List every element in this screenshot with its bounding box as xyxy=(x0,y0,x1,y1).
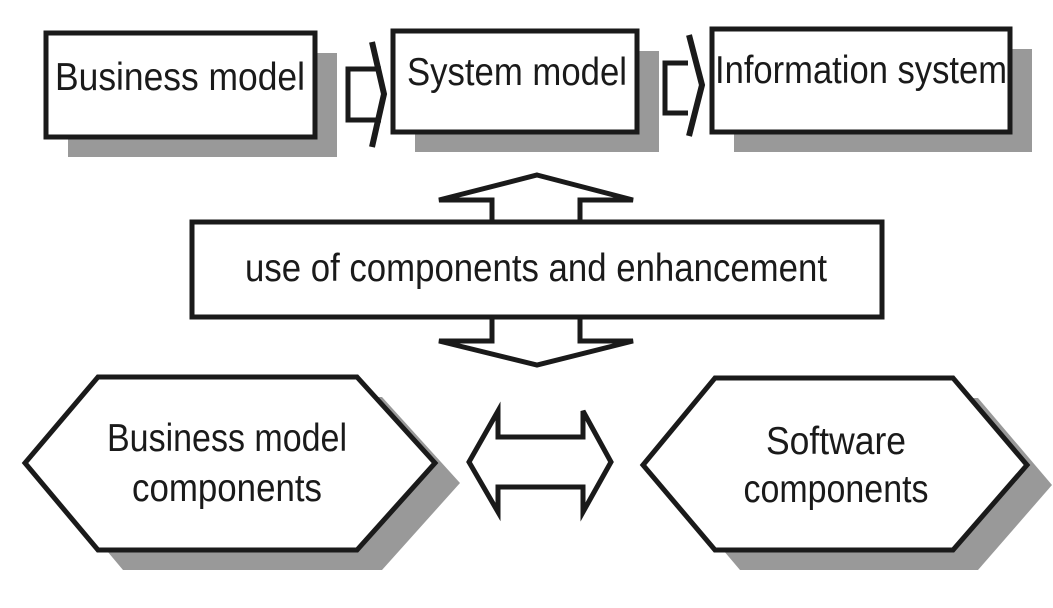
right-block-arrow-icon xyxy=(662,34,706,137)
arrow-tail xyxy=(345,66,381,123)
hexagon-label-line2: components xyxy=(744,468,929,511)
hexagon-software-components: Software components xyxy=(639,375,1052,570)
box-outline xyxy=(43,30,318,140)
box-business-model: Business model xyxy=(43,30,337,157)
box-system-model: System model xyxy=(390,28,659,152)
arrow-head xyxy=(686,34,706,137)
box-outline xyxy=(709,26,1013,135)
box-label: System model xyxy=(407,51,627,94)
hexagon-label-line2: components xyxy=(132,467,322,510)
box-information-system: Information system xyxy=(709,26,1032,152)
box-outline xyxy=(390,28,640,135)
banner-label: use of components and enhancement xyxy=(245,247,827,290)
box-label: Information system xyxy=(715,49,1007,92)
right-block-arrow-icon xyxy=(345,41,388,148)
hexagon-outline xyxy=(639,375,1031,553)
box-label: Business model xyxy=(55,56,305,99)
hexagon-label-line1: Software xyxy=(766,420,906,463)
arrow-head xyxy=(369,41,388,148)
hexagon-label-line1: Business model xyxy=(107,417,347,460)
left-right-arrow-shape xyxy=(466,401,614,522)
hexagon-outline xyxy=(21,374,439,553)
banner-box xyxy=(189,219,885,320)
hexagon-business-model-components: Business model components xyxy=(21,374,460,570)
banner-use-of-components: use of components and enhancement xyxy=(189,219,885,320)
arrow-tail xyxy=(662,60,688,116)
left-right-arrow-icon xyxy=(466,401,614,522)
